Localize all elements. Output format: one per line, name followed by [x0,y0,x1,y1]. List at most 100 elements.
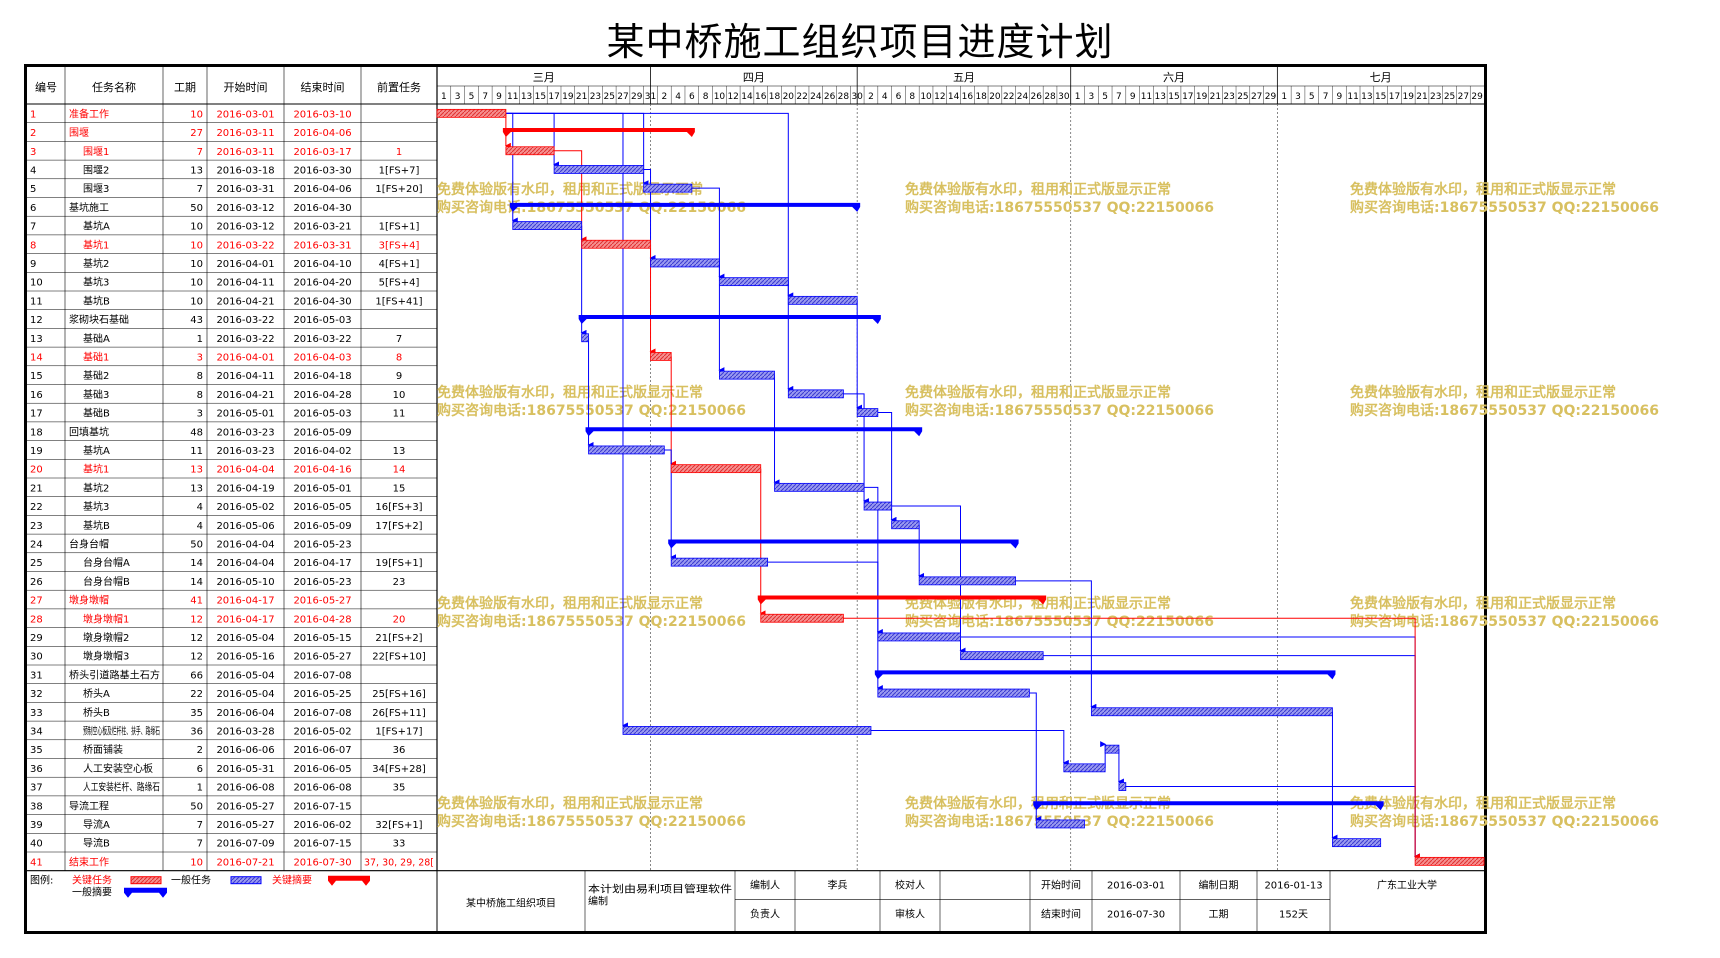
col-header-start: 开始时间 [224,80,268,94]
day-label: 21 [576,92,587,102]
task-start: 2016-03-12 [216,203,274,214]
day-label: 25 [1237,92,1248,102]
task-id: 4 [30,165,36,176]
col-header-dur: 工期 [174,81,196,94]
watermark-line1: 免费体验版有水印，租用和正式版显示正常 [1350,795,1616,812]
task-id: 12 [30,315,43,326]
footer-manager-label: 负责人 [750,908,780,921]
task-duration: 7 [197,147,203,158]
day-label: 16 [962,92,974,102]
task-id: 13 [30,334,43,345]
day-label: 18 [769,92,781,102]
task-name: 桥头B [83,707,110,719]
day-label: 9 [1336,92,1342,102]
day-label: 10 [920,92,932,102]
day-label: 1 [441,92,447,102]
day-label: 1 [1075,92,1081,102]
task-bar [1414,856,1485,866]
task-start: 2016-03-01 [216,109,274,120]
day-label: 24 [810,92,822,102]
day-label: 25 [603,92,614,102]
task-start: 2016-05-06 [216,521,274,532]
legend-normal-summary-swatch [124,887,167,898]
watermark-line2: 购买咨询电话:18675550537 QQ:22150066 [1350,199,1659,216]
task-duration: 10 [190,296,203,307]
month-label: 三月 [533,71,555,84]
task-bar [1090,707,1333,717]
task-start: 2016-07-21 [216,857,274,868]
watermark-line1: 免费体验版有水印，租用和正式版显示正常 [437,795,703,812]
task-predecessor: 14 [393,465,406,476]
dependency-link [1015,580,1097,710]
footer-reviewer-label: 审核人 [895,908,925,921]
day-label: 15 [1375,92,1386,102]
task-name: 浆砌块石基础 [69,313,129,326]
col-header-pred: 前置任务 [377,80,421,94]
task-name: 基坑3 [83,276,109,289]
task-bar [436,108,507,118]
task-duration: 50 [190,539,203,550]
task-duration: 14 [190,577,203,588]
day-label: 20 [783,92,795,102]
task-end: 2016-04-30 [293,203,351,214]
task-start: 2016-03-22 [216,334,274,345]
watermark-line2: 购买咨询电话:18675550537 QQ:22150066 [1350,813,1659,830]
task-bar [643,183,693,193]
task-start: 2016-04-21 [216,390,274,401]
task-name: 基坑B [83,519,110,532]
task-bar [774,482,865,492]
watermark-line1: 免费体验版有水印，租用和正式版显示正常 [905,384,1171,401]
task-name: 基坑施工 [69,201,109,214]
legend-critical-label: 关键任务 [72,874,112,887]
task-bar [918,576,1017,586]
task-end: 2016-04-06 [293,184,351,195]
task-duration: 41 [190,596,203,607]
dependency-link [554,150,587,243]
task-end: 2016-04-03 [293,352,351,363]
month-label: 五月 [953,71,975,84]
day-label: 6 [896,92,902,102]
task-end: 2016-04-16 [293,465,351,476]
task-predecessor: 34[FS+28] [372,764,426,775]
task-id: 28 [30,614,43,625]
day-label: 26 [824,92,836,102]
task-duration: 7 [197,820,203,831]
watermark-line2: 购买咨询电话:18675550537 QQ:22150066 [1350,613,1659,630]
month-label: 六月 [1163,71,1185,84]
task-name: 围堰1 [83,146,109,158]
task-duration: 14 [190,558,203,569]
task-predecessor: 15 [393,483,406,494]
month-label: 四月 [743,71,765,84]
task-end: 2016-06-05 [293,764,351,775]
task-id: 2 [30,128,36,139]
day-label: 5 [469,92,475,102]
dependency-link [767,561,883,692]
task-id: 25 [30,558,43,569]
task-bar [588,445,665,455]
day-label: 12 [727,92,738,102]
day-label: 1 [1281,92,1287,102]
day-label: 17 [1182,92,1193,102]
task-start: 2016-06-06 [216,745,274,756]
task-bar [719,277,789,287]
task-bar [622,726,872,735]
task-id: 36 [30,764,43,775]
day-label: 20 [989,92,1001,102]
task-start: 2016-03-31 [216,184,274,195]
task-predecessor: 9 [396,371,402,382]
day-label: 9 [1130,92,1136,102]
day-label: 17 [548,92,559,102]
task-duration: 10 [190,222,203,233]
task-bar [553,165,645,174]
legend-normal-label: 一般任务 [171,874,211,887]
day-label: 12 [934,92,945,102]
task-bar [760,613,844,623]
task-predecessor: 5[FS+4] [379,278,420,289]
day-label: 22 [796,92,807,102]
task-end: 2016-07-15 [293,801,351,812]
task-predecessor: 1[FS+17] [375,726,422,737]
task-predecessor: 20 [393,614,406,625]
task-duration: 12 [190,652,203,663]
day-label: 13 [1361,92,1372,102]
